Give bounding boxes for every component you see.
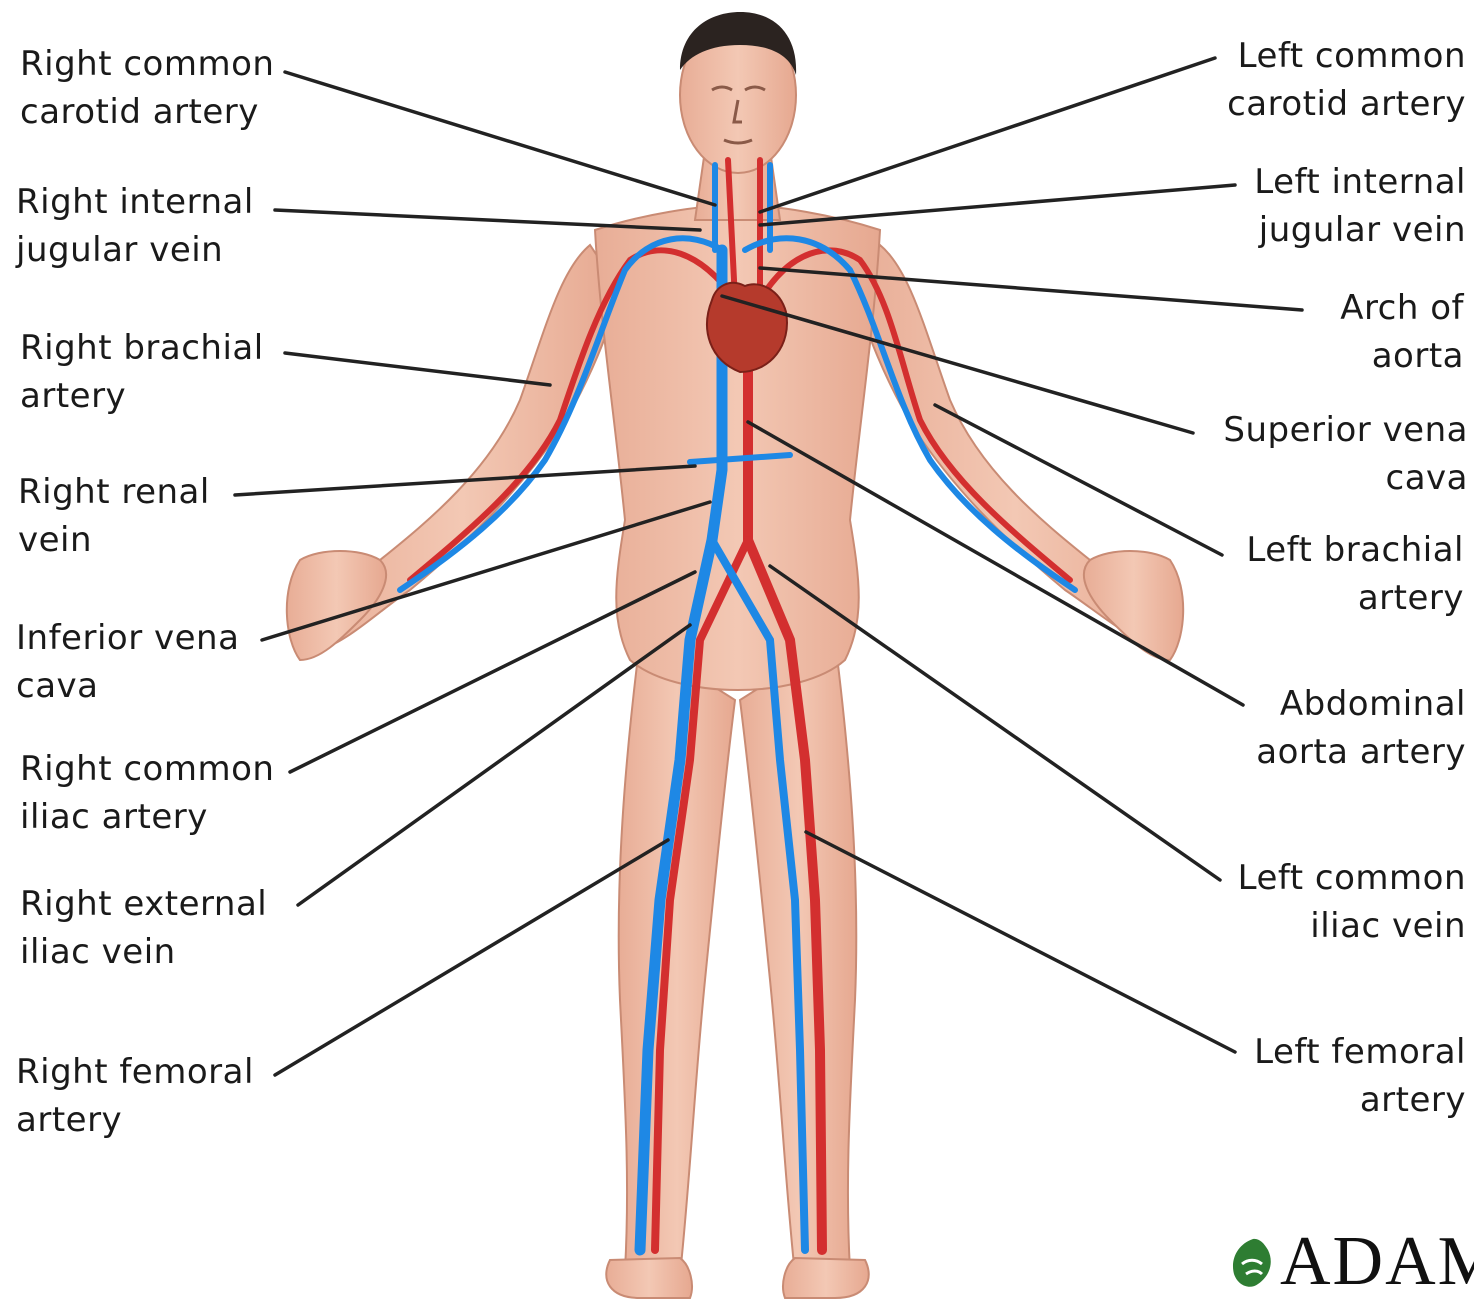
label-right-renal-vein: Right renal vein bbox=[18, 468, 210, 564]
label-line: cava bbox=[16, 662, 239, 710]
leaf-logo-icon bbox=[1228, 1234, 1278, 1294]
label-line: Right common bbox=[20, 745, 274, 793]
label-left-common-carotid-artery: Left common carotid artery bbox=[1227, 32, 1466, 128]
body-silhouette bbox=[287, 17, 1183, 1298]
label-line: iliac artery bbox=[20, 793, 274, 841]
label-line: Right common bbox=[20, 40, 274, 88]
adam-logo: ADAM bbox=[1228, 1218, 1474, 1300]
label-line: Right renal bbox=[18, 468, 210, 516]
label-line: cava bbox=[1223, 454, 1468, 502]
label-line: vein bbox=[18, 516, 210, 564]
leader-right-brachial-artery bbox=[285, 353, 550, 385]
label-line: aorta bbox=[1340, 332, 1464, 380]
label-line: Left brachial bbox=[1246, 526, 1464, 574]
label-line: jugular vein bbox=[16, 226, 254, 274]
label-line: artery bbox=[20, 372, 264, 420]
label-left-femoral-artery: Left femoral artery bbox=[1254, 1028, 1466, 1124]
label-line: Abdominal bbox=[1256, 680, 1466, 728]
label-line: Left common bbox=[1227, 32, 1466, 80]
label-line: artery bbox=[1246, 574, 1464, 622]
label-right-common-iliac-artery: Right common iliac artery bbox=[20, 745, 274, 841]
label-line: carotid artery bbox=[20, 88, 274, 136]
label-left-internal-jugular-vein: Left internal jugular vein bbox=[1254, 158, 1466, 254]
logo-text: ADAM bbox=[1280, 1222, 1474, 1302]
label-right-internal-jugular-vein: Right internal jugular vein bbox=[16, 178, 254, 274]
label-line: aorta artery bbox=[1256, 728, 1466, 776]
label-right-external-iliac-vein: Right external iliac vein bbox=[20, 880, 267, 976]
leader-right-common-carotid-artery bbox=[285, 72, 715, 205]
label-line: Arch of bbox=[1340, 284, 1464, 332]
label-line: Right brachial bbox=[20, 324, 264, 372]
label-superior-vena-cava: Superior vena cava bbox=[1223, 406, 1468, 502]
label-line: Left common bbox=[1238, 854, 1466, 902]
leader-left-common-carotid-artery bbox=[760, 58, 1215, 212]
label-right-femoral-artery: Right femoral artery bbox=[16, 1048, 254, 1144]
label-line: jugular vein bbox=[1254, 206, 1466, 254]
label-line: Right internal bbox=[16, 178, 254, 226]
label-line: artery bbox=[16, 1096, 254, 1144]
label-right-common-carotid-artery: Right common carotid artery bbox=[20, 40, 274, 136]
label-left-common-iliac-vein: Left common iliac vein bbox=[1238, 854, 1466, 950]
label-line: Left femoral bbox=[1254, 1028, 1466, 1076]
leader-left-femoral-artery bbox=[806, 832, 1235, 1052]
label-line: Inferior vena bbox=[16, 614, 239, 662]
label-line: iliac vein bbox=[20, 928, 267, 976]
label-left-brachial-artery: Left brachial artery bbox=[1246, 526, 1464, 622]
label-abdominal-aorta-artery: Abdominal aorta artery bbox=[1256, 680, 1466, 776]
label-right-brachial-artery: Right brachial artery bbox=[20, 324, 264, 420]
label-line: Left internal bbox=[1254, 158, 1466, 206]
label-inferior-vena-cava: Inferior vena cava bbox=[16, 614, 239, 710]
leader-left-internal-jugular-vein bbox=[760, 185, 1235, 225]
label-arch-of-aorta: Arch of aorta bbox=[1340, 284, 1464, 380]
label-line: carotid artery bbox=[1227, 80, 1466, 128]
label-line: iliac vein bbox=[1238, 902, 1466, 950]
leader-right-femoral-artery bbox=[275, 840, 668, 1075]
label-line: Right femoral bbox=[16, 1048, 254, 1096]
label-line: artery bbox=[1254, 1076, 1466, 1124]
label-line: Superior vena bbox=[1223, 406, 1468, 454]
label-line: Right external bbox=[20, 880, 267, 928]
